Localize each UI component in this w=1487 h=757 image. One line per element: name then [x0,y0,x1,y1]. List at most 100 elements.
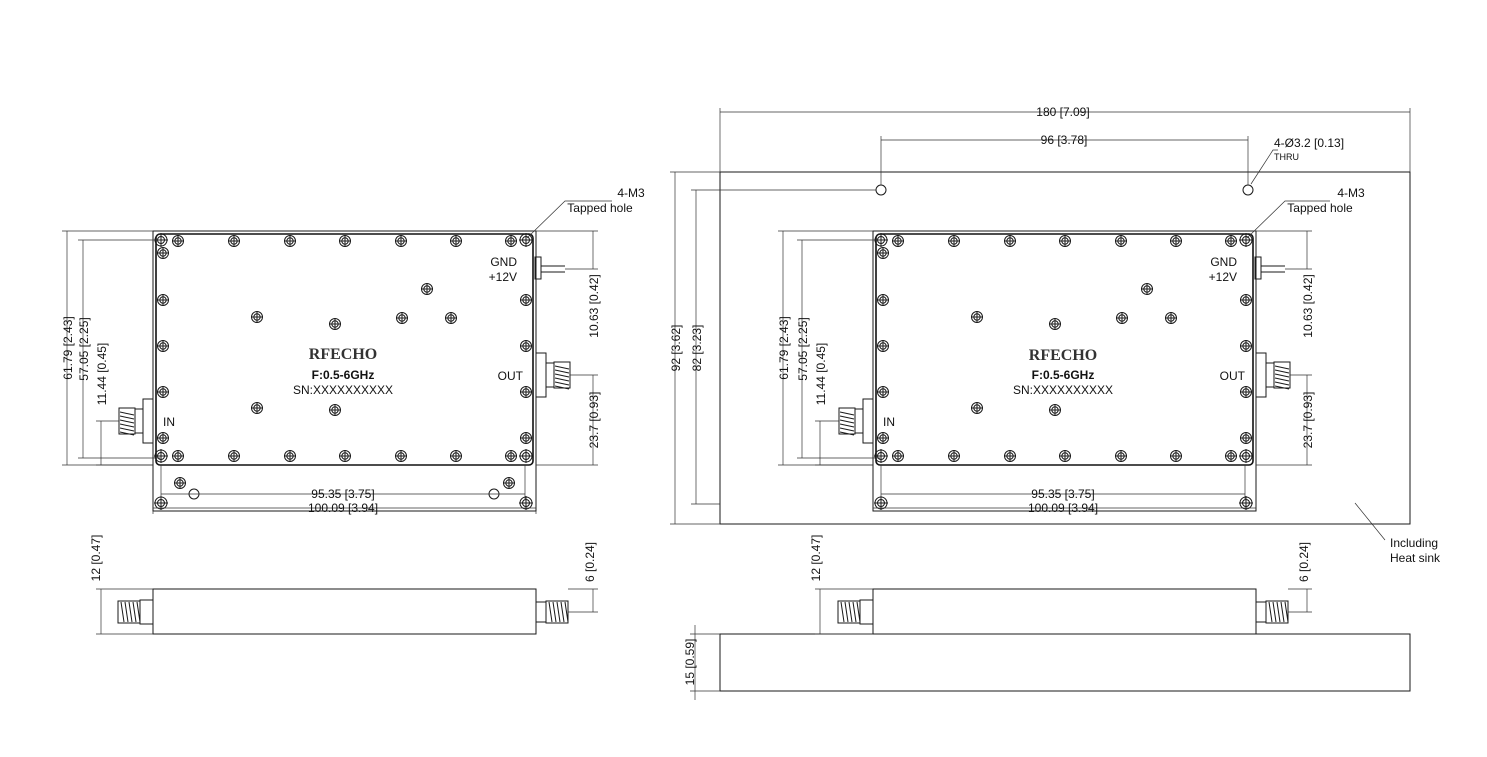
screw-icon [396,312,408,324]
right-side-body [872,588,1257,635]
right-in-label: IN [883,415,895,429]
right-dc-pin-icon [1254,256,1285,280]
screw-icon [503,477,515,489]
screw-icon [284,450,296,462]
right-brand-label: RFECHO [1029,347,1097,364]
left-out-label: OUT [498,369,524,383]
right-side-in-connector-icon [837,599,874,625]
left-dim-width-inner: 95.35 [3.75] [311,487,374,501]
screw-icon [1170,450,1182,462]
screw-icon [157,340,169,352]
screw-icon [1116,312,1128,324]
right-dim-side-conn: 6 [0.24] [1297,542,1311,582]
right-thru-callout-line1: 4-Ø3.2 [0.13] [1274,136,1344,150]
left-body-outline [155,233,534,466]
screw-icon [520,294,532,306]
screw-icon [251,402,263,414]
screw-icon [228,235,240,247]
screw-icon [1049,318,1061,330]
heatsink-thru-hole [1242,184,1254,196]
screw-icon [948,450,960,462]
screw-icon [157,247,169,259]
right-body-outline [875,233,1254,466]
screw-icon [877,294,889,306]
screw-icon [877,386,889,398]
screw-icon [329,318,341,330]
right-gnd-label: GND [1210,255,1237,269]
left-frequency-label: F:0.5-6GHz [312,368,375,382]
screw-icon [329,404,341,416]
screw-icon [1165,312,1177,324]
screw-icon [339,235,351,247]
right-dim-in-offset: 11.44 [0.45] [814,343,828,406]
right-side-heatsink [719,633,1411,692]
screw-icon [971,402,983,414]
screw-icon [157,294,169,306]
right-serial-label: SN:XXXXXXXXXX [1013,383,1113,397]
screw-icon [1240,340,1252,352]
screw-icon [1115,450,1127,462]
left-lid-screws [157,235,532,489]
screw-icon [877,432,889,444]
left-dim-width-outer: 100.09 [3.94] [308,501,378,515]
screw-icon [284,235,296,247]
left-dim-side-conn: 6 [0.24] [583,542,597,582]
screw-icon [1225,235,1237,247]
screw-icon [1141,283,1153,295]
screw-icon [445,312,457,324]
right-m3-callout-line2: Tapped hole [1287,201,1353,215]
left-top-view: RFECHO F:0.5-6GHz SN:XXXXXXXXXX GND +12V… [61,186,645,515]
right-dim-width-outer: 100.09 [3.94] [1028,501,1098,515]
screw-icon [1004,235,1016,247]
right-thru-callout-line2: THRU [1274,152,1299,162]
screw-icon [1225,450,1237,462]
screw-icon [174,477,186,489]
right-dim-width-inner: 95.35 [3.75] [1031,487,1094,501]
right-dim-side-height: 12 [0.47] [809,535,823,582]
screw-icon [450,235,462,247]
right-dim-out-offset: 23.7 [0.93] [1301,392,1315,449]
screw-icon [395,235,407,247]
tapped-hole-icon [154,449,168,463]
screw-icon [1059,450,1071,462]
screw-icon [892,450,904,462]
left-m3-callout-line2: Tapped hole [567,201,633,215]
heatsink-thru-hole [875,184,887,196]
screw-icon [505,450,517,462]
screw-icon [450,450,462,462]
right-top-view: RFECHO F:0.5-6GHz SN:XXXXXXXXXX GND +12V… [669,105,1441,565]
screw-icon [520,386,532,398]
right-in-connector-icon [838,398,874,444]
screw-icon [1115,235,1127,247]
left-gnd-label: GND [490,255,517,269]
right-dim-heatsink-height: 15 [0.59] [683,639,697,686]
left-side-body [152,588,537,635]
screw-icon [1240,386,1252,398]
right-frequency-label: F:0.5-6GHz [1032,368,1095,382]
heatsink-callout-line1: Including [1390,536,1438,550]
tapped-hole-icon [519,449,533,463]
right-lid-screws [877,235,1252,462]
left-dimensions [62,200,612,514]
right-out-connector-icon [1255,352,1291,398]
screw-icon [172,450,184,462]
right-dim-height-inner: 57.05 [2.25] [796,317,810,380]
left-dim-height-outer: 61.79 [2.43] [61,316,75,379]
heatsink-callout-line2: Heat sink [1390,551,1441,565]
right-dim-height-outer: 61.79 [2.43] [777,316,791,379]
screw-icon [228,450,240,462]
screw-icon [520,340,532,352]
screw-icon [172,235,184,247]
screw-icon [505,235,517,247]
right-side-view: 12 [0.47] 6 [0.24] 15 [0.59] [683,535,1411,700]
heatsink-outline [719,171,1411,525]
tapped-hole-icon [1239,496,1253,510]
screw-icon [1170,235,1182,247]
screw-icon [877,340,889,352]
screw-icon [395,450,407,462]
right-dim-hole-height: 82 [3.23] [690,325,704,372]
right-dim-overall-height: 92 [3.62] [669,325,683,372]
screw-icon [251,311,263,323]
left-side-in-connector-icon [117,599,154,625]
